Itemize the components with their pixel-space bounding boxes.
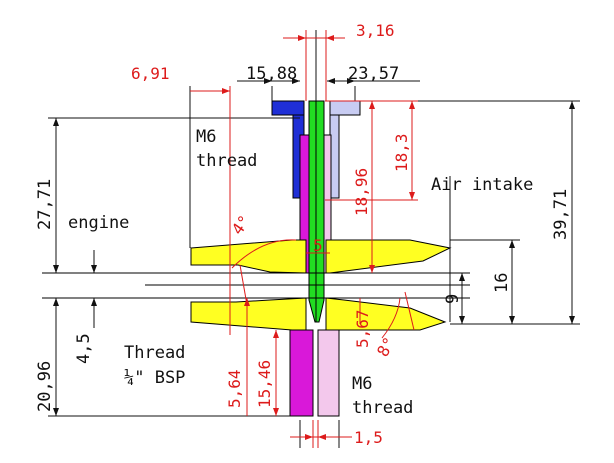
dim-4-deg: 4°	[228, 212, 255, 239]
dim-23-57: 23,57	[348, 64, 399, 84]
arrowheads-black	[53, 78, 575, 416]
dim-5-64: 5,64	[225, 369, 244, 408]
blue-cap-right	[329, 100, 361, 116]
dim-39-71: 39,71	[551, 189, 571, 240]
dim-3-16: 3,16	[356, 21, 395, 40]
part-shapes	[42, 100, 470, 417]
label-engine: engine	[68, 213, 129, 233]
dim-18-3: 18,3	[392, 133, 411, 172]
black-dimension-lines	[48, 30, 580, 448]
dim-9: 9	[443, 294, 463, 304]
label-m6-bottom: M6	[352, 374, 372, 394]
yellow-body-upper-right	[325, 239, 452, 274]
label-thread-top: thread	[196, 151, 257, 171]
dim-1-5: 1,5	[354, 428, 383, 447]
yellow-body-lower-left	[190, 297, 307, 331]
dim-20-96: 20,96	[35, 361, 55, 412]
dim-15-88: 15,88	[246, 64, 297, 84]
dim-5: 5	[313, 236, 323, 255]
label-thread-bsp-2: ¼" BSP	[124, 368, 185, 388]
label-thread-bottom: thread	[352, 398, 413, 418]
dim-8-deg: 8°	[373, 334, 399, 360]
magenta-tube-lower-right	[317, 329, 340, 417]
dim-16: 16	[492, 273, 512, 293]
label-air-intake: Air intake	[431, 175, 533, 195]
label-m6-top: M6	[196, 127, 216, 147]
dim-27-71: 27,71	[35, 179, 55, 230]
dim-4-5: 4,5	[74, 333, 94, 364]
dim-5-67: 5,67	[353, 309, 372, 348]
dim-15-46: 15,46	[255, 360, 274, 408]
yellow-body-lower-right	[325, 297, 447, 331]
label-thread-bsp-1: Thread	[124, 343, 185, 363]
yellow-body-upper-left	[190, 239, 307, 274]
arrowheads	[222, 35, 415, 440]
blue-cap-left	[271, 100, 305, 116]
dim-6-91: 6,91	[131, 64, 170, 83]
dim-18-96: 18,96	[352, 168, 371, 216]
magenta-tube-lower-left	[289, 329, 314, 417]
